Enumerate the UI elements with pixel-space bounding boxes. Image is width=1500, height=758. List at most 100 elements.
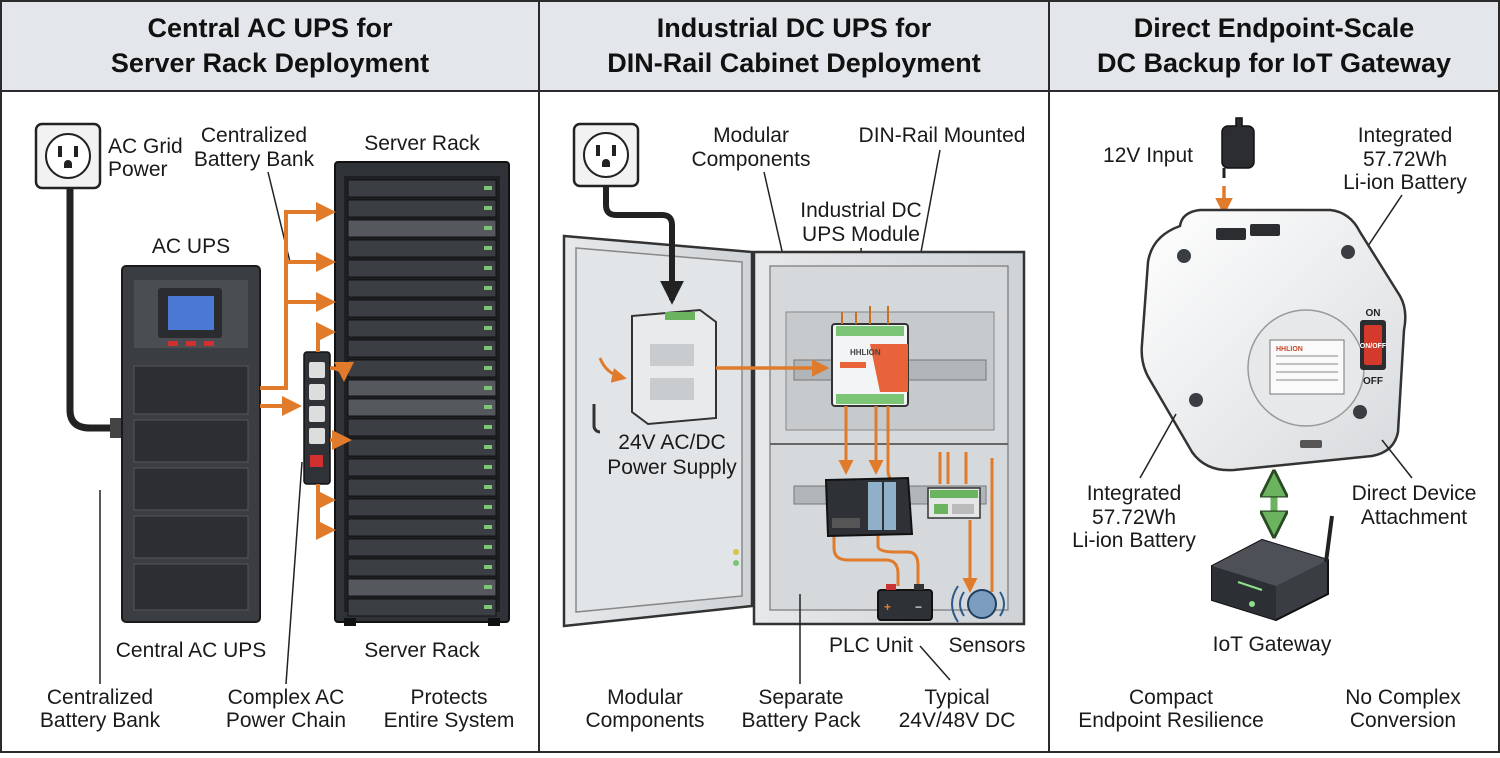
server-unit xyxy=(347,259,497,278)
label-battery-left-2: 57.72Wh xyxy=(1092,506,1176,529)
server-unit-led xyxy=(484,326,492,330)
server-unit-led xyxy=(484,386,492,390)
server-unit-led xyxy=(484,565,492,569)
server-unit xyxy=(347,299,497,318)
footer1-item2-line2: Power Chain xyxy=(226,709,346,732)
label-battery-top-2: 57.72Wh xyxy=(1363,148,1447,171)
header-band xyxy=(2,2,1498,91)
server-unit-led xyxy=(484,206,492,210)
sensor-icon xyxy=(951,585,1005,623)
server-unit-led xyxy=(484,226,492,230)
server-unit xyxy=(347,359,497,378)
server-rack xyxy=(334,161,510,626)
panel3-title-line1: Direct Endpoint-Scale xyxy=(1134,13,1415,43)
ac-ups-cabinet xyxy=(121,265,261,623)
plc-unit xyxy=(824,476,914,538)
ups-screen xyxy=(168,296,214,330)
server-unit xyxy=(347,518,497,537)
power-strip xyxy=(303,351,331,485)
server-unit-led xyxy=(484,605,492,609)
server-unit-led xyxy=(484,485,492,489)
server-unit-led xyxy=(484,306,492,310)
footer1-item1-line1: Centralized xyxy=(47,686,153,709)
label-ups-module-2: UPS Module xyxy=(802,223,920,246)
server-unit-led xyxy=(484,445,492,449)
footer2-item2-line1: Separate xyxy=(758,686,843,709)
label-central-bank-1: Centralized xyxy=(201,124,307,147)
server-unit-led xyxy=(484,465,492,469)
server-unit-led xyxy=(484,186,492,190)
label-modular-2: Components xyxy=(691,148,810,171)
battery-pack: + − xyxy=(877,584,933,621)
server-unit xyxy=(347,179,497,198)
label-modular-1: Modular xyxy=(713,124,789,147)
server-unit-led xyxy=(484,545,492,549)
server-unit xyxy=(347,398,497,417)
server-unit xyxy=(347,598,497,617)
leader-typical-dc xyxy=(919,645,951,681)
leader-footer-chain xyxy=(285,461,303,685)
footer2-item2-line2: Battery Pack xyxy=(741,709,861,732)
endpoint-ups-device: HHLION xyxy=(1140,208,1407,472)
server-unit xyxy=(347,558,497,577)
label-battery-top-1: Integrated xyxy=(1358,124,1453,147)
footer2-item3-line1: Typical xyxy=(924,686,989,709)
server-unit xyxy=(347,418,497,437)
leader-battery-left xyxy=(1139,413,1177,479)
ac-plug-icon xyxy=(110,418,124,438)
label-ac-grid-1: AC Grid xyxy=(108,135,183,158)
svg-text:−: − xyxy=(915,600,922,614)
server-unit-led xyxy=(484,405,492,409)
label-ac-grid-2: Power xyxy=(108,158,168,181)
footer3-item1-line1: Compact xyxy=(1129,686,1213,709)
panel2-title-line2: DIN-Rail Cabinet Deployment xyxy=(607,48,981,78)
server-unit xyxy=(347,279,497,298)
iot-gateway-icon xyxy=(1211,515,1334,622)
label-sensors: Sensors xyxy=(948,634,1025,657)
label-ups-module-1: Industrial DC xyxy=(800,199,921,222)
label-central-ac-ups: Central AC UPS xyxy=(116,639,267,662)
server-unit-led xyxy=(484,366,492,370)
server-unit-led xyxy=(484,525,492,529)
label-psu-2: Power Supply xyxy=(607,456,737,479)
footer1-item3-line2: Entire System xyxy=(384,709,515,732)
label-battery-left-1: Integrated xyxy=(1087,482,1182,505)
label-iot-gateway: IoT Gateway xyxy=(1213,633,1332,656)
server-unit xyxy=(347,199,497,218)
panel2-wall-outlet-icon xyxy=(572,122,640,188)
footer3-item1-line2: Endpoint Resilience xyxy=(1078,709,1264,732)
panel1-wall-outlet-icon xyxy=(34,122,102,190)
label-ac-ups: AC UPS xyxy=(152,235,230,258)
panel2-title-line1: Industrial DC UPS for xyxy=(657,13,932,43)
terminal-block xyxy=(927,487,981,519)
panel1-title-line2: Server Rack Deployment xyxy=(111,48,429,78)
server-unit xyxy=(347,438,497,457)
label-battery-left-3: Li-ion Battery xyxy=(1072,529,1196,552)
label-plc-unit: PLC Unit xyxy=(829,634,913,657)
label-battery-top-3: Li-ion Battery xyxy=(1343,171,1467,194)
footer2-item1-line2: Components xyxy=(585,709,704,732)
power-adapter-icon xyxy=(1221,117,1255,178)
server-unit-led xyxy=(484,505,492,509)
psu-input-arrow xyxy=(598,357,627,383)
server-unit xyxy=(347,578,497,597)
server-unit-led xyxy=(484,246,492,250)
server-unit-led xyxy=(484,585,492,589)
ups-top-wires xyxy=(841,306,889,324)
server-unit xyxy=(347,339,497,358)
server-unit xyxy=(347,219,497,238)
server-unit xyxy=(347,319,497,338)
footer1-item1-line2: Battery Bank xyxy=(40,709,161,732)
device-brand: HHLION xyxy=(1276,346,1303,353)
server-unit xyxy=(347,239,497,258)
label-12v-input: 12V Input xyxy=(1103,144,1193,167)
panel1-title-line1: Central AC UPS for xyxy=(147,13,393,43)
server-unit-led xyxy=(484,346,492,350)
server-unit-led xyxy=(484,266,492,270)
power-rocker-switch[interactable]: ON/OFF xyxy=(1360,320,1387,370)
server-unit xyxy=(347,458,497,477)
label-direct-2: Attachment xyxy=(1361,506,1467,529)
